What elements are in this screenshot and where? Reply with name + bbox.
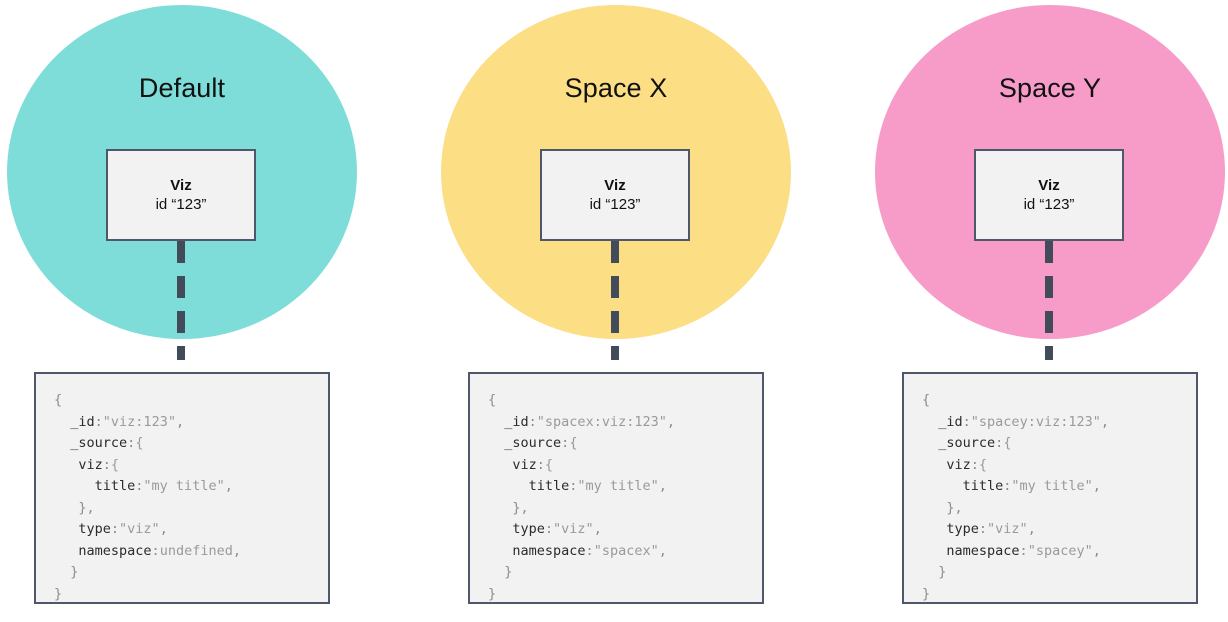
connector-dash: [1045, 241, 1053, 263]
connector-dash: [1045, 346, 1053, 360]
viz-object-id: id “123”: [155, 195, 207, 213]
viz-object-id: id “123”: [589, 195, 641, 213]
document-json-spacex: { _id:"spacex:viz:123", _source:{ viz:{ …: [488, 392, 675, 602]
dashed-connector-default: [177, 241, 185, 373]
connector-dash: [611, 276, 619, 298]
viz-object-title: Viz: [1038, 176, 1060, 194]
viz-object-title: Viz: [170, 176, 192, 194]
viz-object-box-default[interactable]: Viz id “123”: [106, 149, 256, 241]
viz-object-title: Viz: [604, 176, 626, 194]
connector-dash: [611, 241, 619, 263]
space-label-default: Default: [138, 73, 226, 103]
document-json-spacey: { _id:"spacey:viz:123", _source:{ viz:{ …: [922, 392, 1109, 602]
viz-object-box-spacey[interactable]: Viz id “123”: [974, 149, 1124, 241]
space-label-spacey: Space Y: [998, 73, 1102, 103]
connector-dash: [611, 346, 619, 360]
space-label-spacex: Space X: [564, 73, 668, 103]
connector-dash: [1045, 311, 1053, 333]
document-code-box-default: { _id:"viz:123", _source:{ viz:{ title:"…: [34, 372, 330, 604]
document-json-default: { _id:"viz:123", _source:{ viz:{ title:"…: [54, 392, 241, 602]
space-column-spacex: Space X Viz id “123” { _id:"spacex:viz:1…: [411, 0, 821, 622]
document-code-box-spacex: { _id:"spacex:viz:123", _source:{ viz:{ …: [468, 372, 764, 604]
document-code-box-spacey: { _id:"spacey:viz:123", _source:{ viz:{ …: [902, 372, 1198, 604]
connector-dash: [611, 311, 619, 333]
space-column-spacey: Space Y Viz id “123” { _id:"spacey:viz:1…: [845, 0, 1228, 622]
dashed-connector-spacey: [1045, 241, 1053, 373]
dashed-connector-spacex: [611, 241, 619, 373]
connector-dash: [177, 276, 185, 298]
space-column-default: Default Viz id “123” { _id:"viz:123", _s…: [0, 0, 387, 622]
viz-object-id: id “123”: [1023, 195, 1075, 213]
connector-dash: [1045, 276, 1053, 298]
connector-dash: [177, 241, 185, 263]
connector-dash: [177, 311, 185, 333]
connector-dash: [177, 346, 185, 360]
viz-object-box-spacex[interactable]: Viz id “123”: [540, 149, 690, 241]
